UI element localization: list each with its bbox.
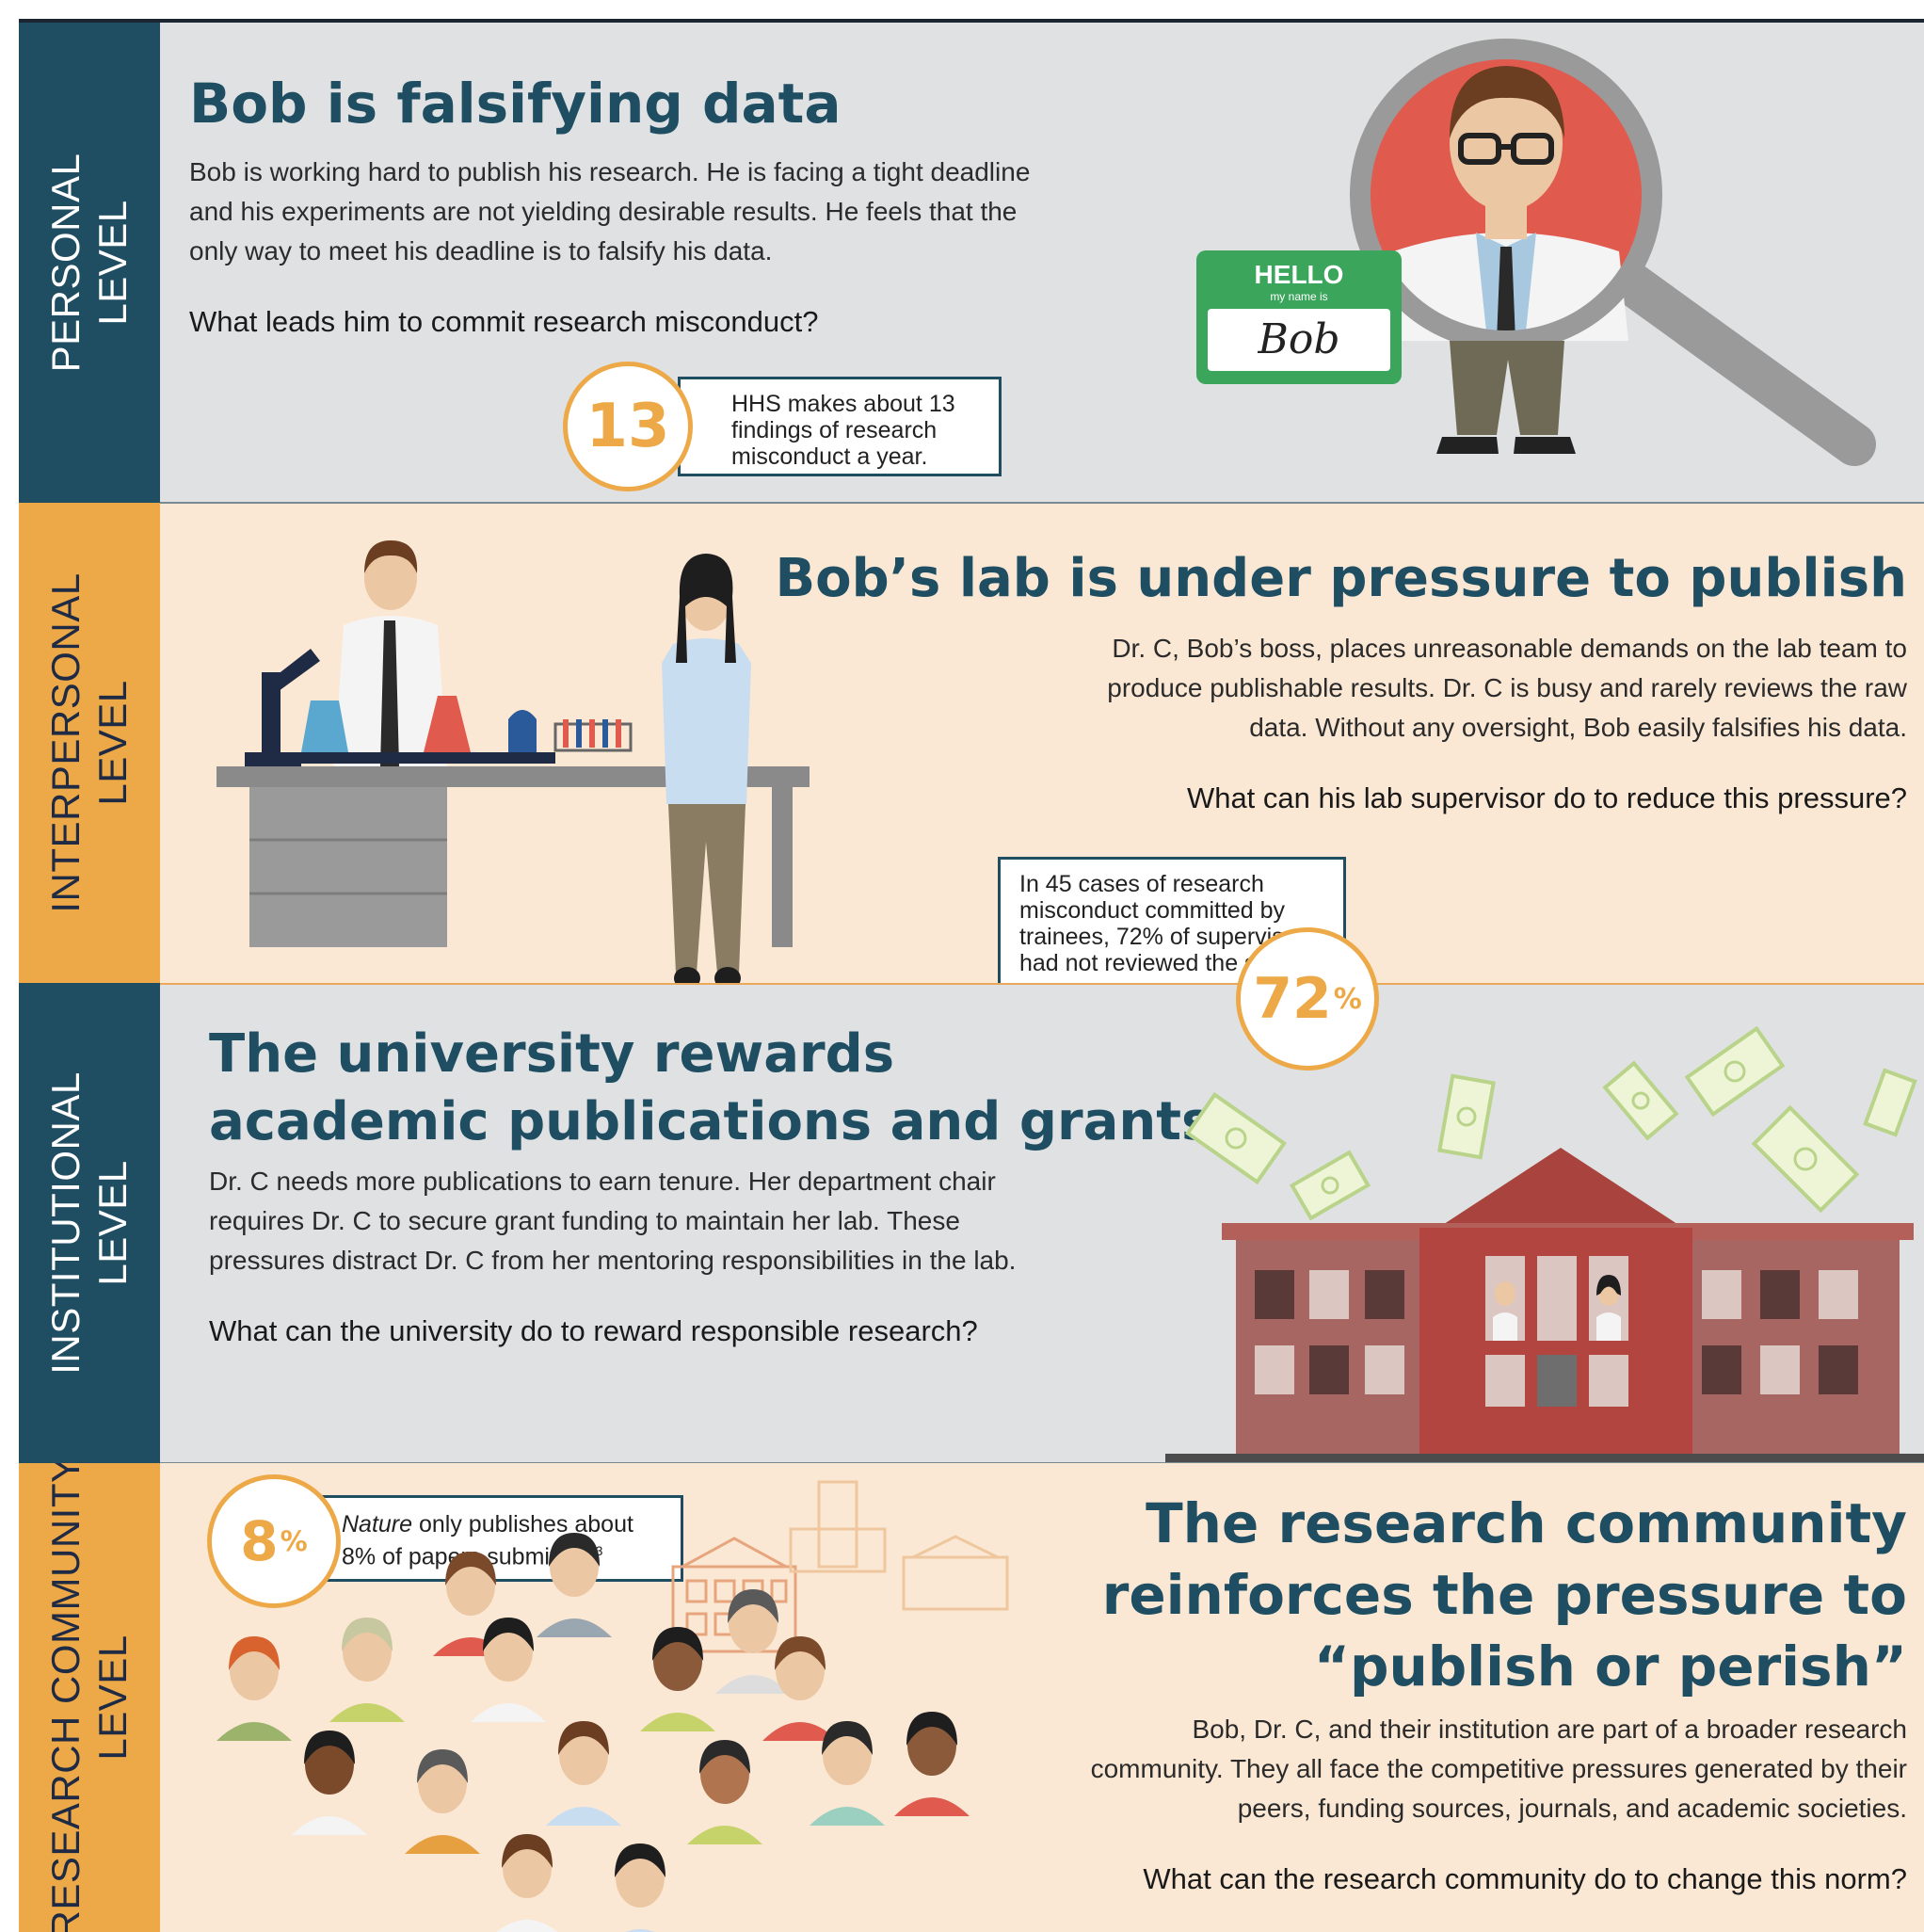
avatar-hair <box>652 1627 703 1661</box>
section-body: Dr. C, Bob’s boss, places unreasonable d… <box>1107 634 1907 742</box>
stat-circle-72: 72% <box>1236 927 1379 1071</box>
avatar-hair <box>549 1533 600 1567</box>
university-building-illustration <box>1165 1025 1924 1463</box>
stat-circle: 13 <box>563 362 693 491</box>
avatar-body <box>810 1807 885 1826</box>
avatar-body <box>471 1703 546 1722</box>
avatar-body <box>640 1713 715 1731</box>
avatar-hair <box>822 1721 873 1755</box>
section-body: Bob, Dr. C, and their institution are pa… <box>1090 1715 1907 1823</box>
section-question: What leads him to commit research miscon… <box>189 305 819 338</box>
avatar-hair <box>445 1552 496 1586</box>
section-question: What can his lab supervisor do to reduce… <box>1186 781 1907 814</box>
avatar-hair <box>558 1721 609 1755</box>
avatar-body <box>496 1920 558 1932</box>
avatar-body <box>537 1618 612 1637</box>
avatar-body <box>762 1722 838 1741</box>
section-body: Dr. C needs more publications to earn te… <box>209 1167 1017 1275</box>
section-title: Bob is falsifying data <box>189 72 842 136</box>
avatar-hair <box>906 1712 957 1746</box>
avatar-body <box>715 1675 791 1694</box>
section-question: What can the research community do to ch… <box>1143 1862 1907 1895</box>
avatar-body <box>329 1703 405 1722</box>
avatar-body <box>405 1835 480 1854</box>
avatar-hair <box>304 1731 355 1764</box>
section-question: What can the university do to reward res… <box>209 1314 978 1347</box>
stat-box: HHS makes about 13 findings of research … <box>678 377 1002 476</box>
avatar-body <box>216 1722 292 1741</box>
name-tag-subtitle: my name is <box>1270 290 1328 303</box>
band-divider-2 <box>160 983 1924 985</box>
avatar-hair <box>417 1749 468 1783</box>
avatar-body <box>292 1816 367 1835</box>
avatar-hair <box>699 1740 750 1774</box>
research-community-crowd-illustration <box>216 1480 1009 1932</box>
avatar-hair <box>728 1589 778 1623</box>
avatar-body <box>625 1929 655 1932</box>
section-title: Bob’s lab is under pressure to publish <box>775 548 1907 609</box>
avatar-hair <box>229 1636 280 1670</box>
name-tag: HELLO my name is Bob <box>1196 250 1402 384</box>
avatar-body <box>687 1826 762 1844</box>
avatar-hair <box>342 1618 393 1651</box>
band-divider-1 <box>160 502 1924 504</box>
avatar-body <box>894 1797 970 1816</box>
section-body: Bob is working hard to publish his resea… <box>189 157 1031 266</box>
avatar-hair <box>615 1843 665 1877</box>
name-tag-hello: HELLO <box>1254 260 1344 289</box>
stat-box: Nature only publishes about 8% of papers… <box>311 1495 683 1582</box>
avatar-hair <box>775 1636 826 1670</box>
avatar-hair <box>483 1618 534 1651</box>
avatar-body <box>546 1807 621 1826</box>
top-rule <box>19 19 1924 23</box>
name-tag-name: Bob <box>1208 309 1390 371</box>
magnifier-scientist-illustration <box>1350 39 1876 466</box>
stat-circle: 8% <box>207 1474 341 1608</box>
avatar-hair <box>502 1834 553 1868</box>
lab-illustration <box>216 540 810 983</box>
